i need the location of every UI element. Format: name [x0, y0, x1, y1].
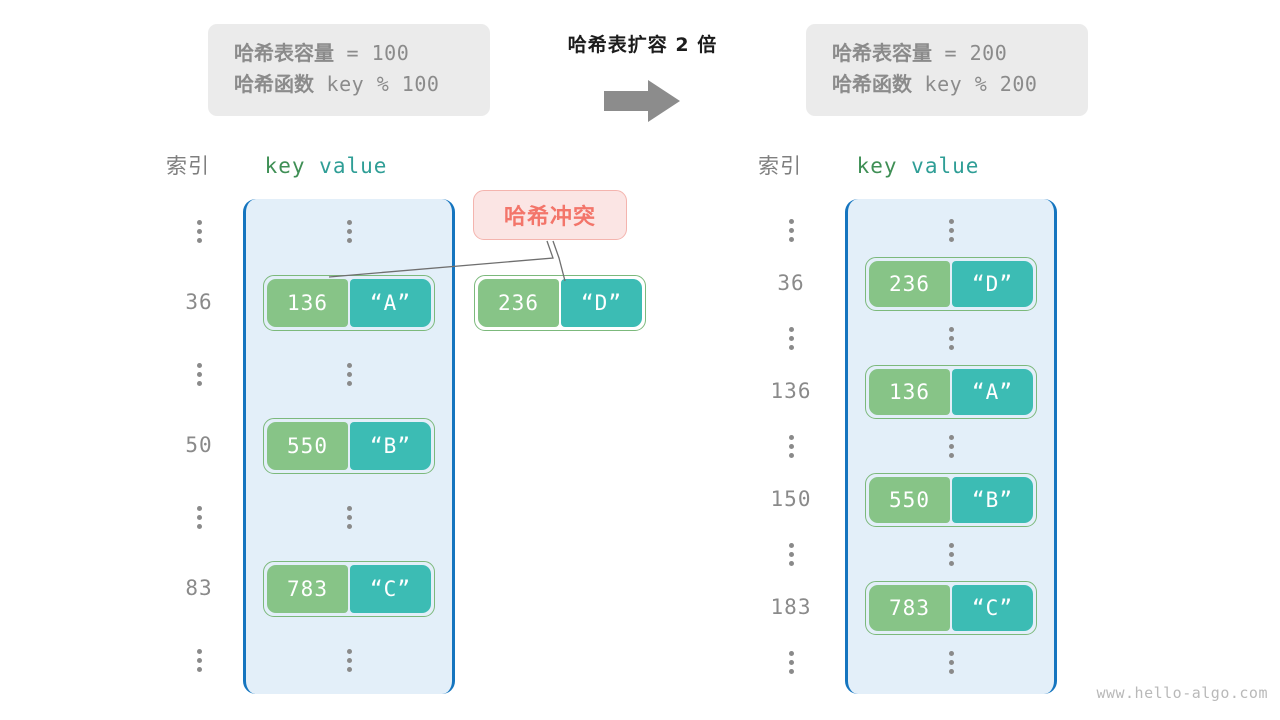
overflow-key-value-pair[interactable]: 236“D” — [474, 275, 646, 331]
vertical-ellipsis-icon — [948, 218, 954, 242]
bucket-ellipsis — [845, 434, 1057, 458]
vertical-ellipsis-icon — [788, 326, 794, 350]
collision-callout: 哈希冲突 — [473, 190, 627, 240]
bucket-ellipsis — [845, 650, 1057, 674]
bucket-ellipsis — [243, 219, 455, 243]
index-ellipsis — [164, 648, 234, 672]
value-cell: “A” — [350, 278, 431, 327]
index-ellipsis — [164, 505, 234, 529]
value-cell: “D” — [952, 261, 1033, 307]
before-info-box: 哈希表容量 = 100 哈希函数 key % 100 — [208, 24, 490, 116]
bucket-ellipsis — [845, 326, 1057, 350]
index-label: 36 — [185, 289, 213, 314]
vertical-ellipsis-icon — [346, 219, 352, 243]
vertical-ellipsis-icon — [788, 650, 794, 674]
expand-caption: 哈希表扩容 2 倍 — [567, 34, 718, 56]
value-cell: “A” — [952, 369, 1033, 415]
key-cell: 550 — [267, 421, 348, 470]
value-cell: “B” — [952, 477, 1033, 523]
before-capacity-expr: = 100 — [334, 41, 410, 65]
before-header-key: key — [264, 154, 306, 178]
index-ellipsis — [756, 434, 826, 458]
watermark: www.hello-algo.com — [1096, 684, 1268, 702]
vertical-ellipsis-icon — [788, 434, 794, 458]
index-label: 136 — [770, 379, 812, 403]
vertical-ellipsis-icon — [948, 650, 954, 674]
after-function-expr: key % 200 — [912, 72, 1038, 96]
vertical-ellipsis-icon — [948, 434, 954, 458]
before-column-header: 索引 key value — [166, 150, 387, 180]
after-function-line: 哈希函数 key % 200 — [832, 69, 1062, 100]
bucket-ellipsis — [845, 542, 1057, 566]
vertical-ellipsis-icon — [196, 648, 202, 672]
value-cell: “C” — [350, 564, 431, 613]
bucket-ellipsis — [243, 648, 455, 672]
index-label: 150 — [770, 487, 812, 511]
overflow-value-cell: “D” — [561, 279, 642, 327]
index-label: 183 — [770, 595, 812, 619]
before-function-label: 哈希函数 — [234, 72, 314, 96]
before-capacity-line: 哈希表容量 = 100 — [234, 38, 464, 69]
vertical-ellipsis-icon — [948, 326, 954, 350]
value-cell: “C” — [952, 585, 1033, 631]
key-value-pair[interactable]: 136“A” — [263, 274, 435, 331]
value-cell: “B” — [350, 421, 431, 470]
vertical-ellipsis-icon — [196, 362, 202, 386]
index-ellipsis — [164, 219, 234, 243]
before-header-value: value — [319, 154, 388, 178]
after-header-key: key — [856, 154, 898, 178]
after-capacity-line: 哈希表容量 = 200 — [832, 38, 1062, 69]
index-ellipsis — [756, 650, 826, 674]
key-value-pair[interactable]: 550“B” — [263, 417, 435, 474]
index-ellipsis — [756, 542, 826, 566]
before-header-index: 索引 — [166, 154, 210, 178]
vertical-ellipsis-icon — [346, 505, 352, 529]
vertical-ellipsis-icon — [346, 362, 352, 386]
before-function-expr: key % 100 — [314, 72, 440, 96]
key-cell: 783 — [869, 585, 950, 631]
vertical-ellipsis-icon — [948, 542, 954, 566]
vertical-ellipsis-icon — [788, 542, 794, 566]
overflow-key-cell: 236 — [478, 279, 559, 327]
vertical-ellipsis-icon — [196, 505, 202, 529]
after-header-index: 索引 — [758, 154, 802, 178]
key-value-pair[interactable]: 236“D” — [865, 257, 1037, 311]
key-value-pair[interactable]: 783“C” — [263, 560, 435, 617]
key-cell: 136 — [869, 369, 950, 415]
index-label: 83 — [185, 575, 213, 600]
bucket-ellipsis — [243, 505, 455, 529]
after-header-value: value — [911, 154, 980, 178]
after-function-label: 哈希函数 — [832, 72, 912, 96]
after-capacity-label: 哈希表容量 — [832, 41, 932, 65]
vertical-ellipsis-icon — [788, 218, 794, 242]
after-capacity-expr: = 200 — [932, 41, 1008, 65]
index-label: 36 — [777, 271, 805, 295]
index-ellipsis — [756, 326, 826, 350]
after-info-box: 哈希表容量 = 200 哈希函数 key % 200 — [806, 24, 1088, 116]
key-cell: 783 — [267, 564, 348, 613]
after-column-header: 索引 key value — [758, 150, 979, 180]
key-value-pair[interactable]: 783“C” — [865, 581, 1037, 635]
vertical-ellipsis-icon — [346, 648, 352, 672]
key-cell: 550 — [869, 477, 950, 523]
bucket-ellipsis — [845, 218, 1057, 242]
vertical-ellipsis-icon — [196, 219, 202, 243]
key-value-pair[interactable]: 136“A” — [865, 365, 1037, 419]
before-function-line: 哈希函数 key % 100 — [234, 69, 464, 100]
right-arrow-icon — [604, 80, 680, 126]
key-cell: 236 — [869, 261, 950, 307]
index-ellipsis — [756, 218, 826, 242]
key-cell: 136 — [267, 278, 348, 327]
index-label: 50 — [185, 432, 213, 457]
key-value-pair[interactable]: 550“B” — [865, 473, 1037, 527]
bucket-ellipsis — [243, 362, 455, 386]
index-ellipsis — [164, 362, 234, 386]
before-capacity-label: 哈希表容量 — [234, 41, 334, 65]
